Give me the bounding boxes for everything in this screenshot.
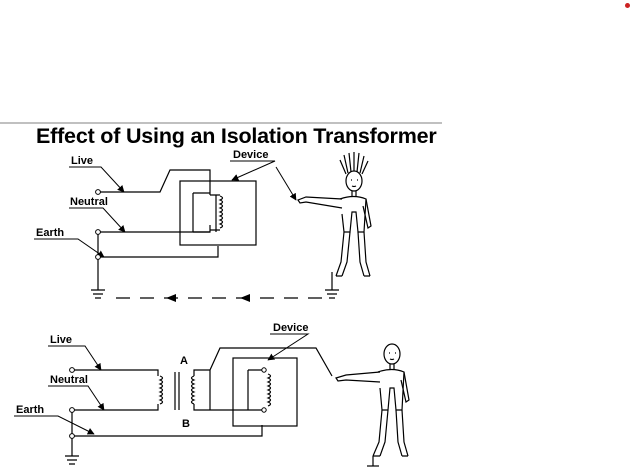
upper-neutral-leader (69, 207, 126, 233)
upper-device-label: Device (233, 149, 268, 161)
lower-neutral-terminal (69, 407, 75, 413)
lower-earth-terminal (69, 433, 75, 439)
lower-circuit: Live Neutral Earth Device A B (14, 322, 410, 467)
upper-inner-wires (192, 192, 210, 233)
upper-device-leader (230, 160, 276, 181)
upper-earth-leader (34, 238, 105, 258)
lower-ground-icon (65, 438, 79, 465)
lower-person-ground-icon (367, 456, 379, 467)
safe-person-icon (335, 343, 410, 457)
upper-earth-terminal (95, 254, 101, 260)
lower-device-box (232, 357, 298, 427)
upper-ground-left-icon (91, 259, 105, 299)
upper-earth-wire (97, 232, 219, 258)
upper-device-box (179, 180, 257, 246)
terminal-a-label: A (180, 355, 188, 367)
lower-earth-wire (71, 410, 263, 437)
lower-earth-label: Earth (16, 404, 44, 416)
page-title: Effect of Using an Isolation Transformer (36, 124, 437, 148)
lower-earth-leader (14, 415, 95, 435)
upper-touch-leader (275, 166, 297, 201)
upper-ground-right-icon (325, 272, 339, 299)
upper-neutral-terminal (95, 229, 101, 235)
upper-live-wire (98, 169, 211, 195)
terminal-b-label: B (182, 418, 190, 430)
lower-device-leader (267, 333, 310, 361)
transformer-core (174, 372, 180, 410)
upper-live-label: Live (71, 155, 93, 167)
lower-neutral-leader (48, 385, 105, 411)
lower-primary-coil (158, 375, 164, 405)
upper-earth-label: Earth (36, 227, 64, 239)
upper-live-terminal (95, 189, 101, 195)
upper-circuit: Live Neutral Earth Device (34, 149, 372, 302)
lower-neutral-label: Neutral (50, 374, 88, 386)
lower-neutral-wire (72, 404, 159, 411)
lower-inner-wires (209, 369, 264, 411)
lower-live-label: Live (50, 334, 72, 346)
shocked-person-icon (297, 152, 372, 277)
upper-neutral-label: Neutral (70, 196, 108, 208)
lower-device-coil (247, 370, 272, 410)
upper-live-leader (69, 166, 125, 193)
lower-secondary-coil (190, 347, 333, 411)
red-dot-marker (625, 3, 630, 8)
lower-live-terminal (69, 367, 75, 373)
lower-live-leader (48, 345, 102, 371)
lower-live-wire (72, 369, 159, 376)
upper-coil (210, 194, 224, 232)
title-rule (0, 122, 442, 124)
lower-device-label: Device (273, 322, 308, 334)
